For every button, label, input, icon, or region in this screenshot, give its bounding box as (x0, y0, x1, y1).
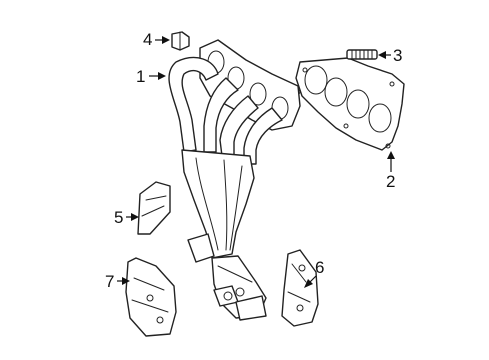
callout-2: 2 (386, 151, 395, 191)
callout-1: 1 (136, 67, 166, 86)
manifold-stud (346, 49, 378, 60)
heat-shield-upper (137, 181, 171, 235)
callout-label-1: 1 (136, 67, 145, 86)
exhaust-manifold (168, 39, 301, 321)
callout-label-5: 5 (114, 208, 123, 227)
callout-6: 6 (304, 258, 324, 288)
callout-label-2: 2 (386, 172, 395, 191)
callout-3: 3 (378, 46, 402, 65)
callout-label-6: 6 (315, 258, 324, 277)
manifold-nut (171, 31, 190, 51)
callout-label-3: 3 (393, 46, 402, 65)
callout-label-4: 4 (143, 30, 152, 49)
heat-shield-right (281, 249, 319, 327)
callout-label-7: 7 (105, 272, 114, 291)
callout-5: 5 (114, 208, 139, 227)
callout-4: 4 (143, 30, 170, 49)
manifold-gasket (295, 57, 405, 151)
callout-7: 7 (105, 272, 130, 291)
heat-shield-lower (125, 257, 177, 337)
